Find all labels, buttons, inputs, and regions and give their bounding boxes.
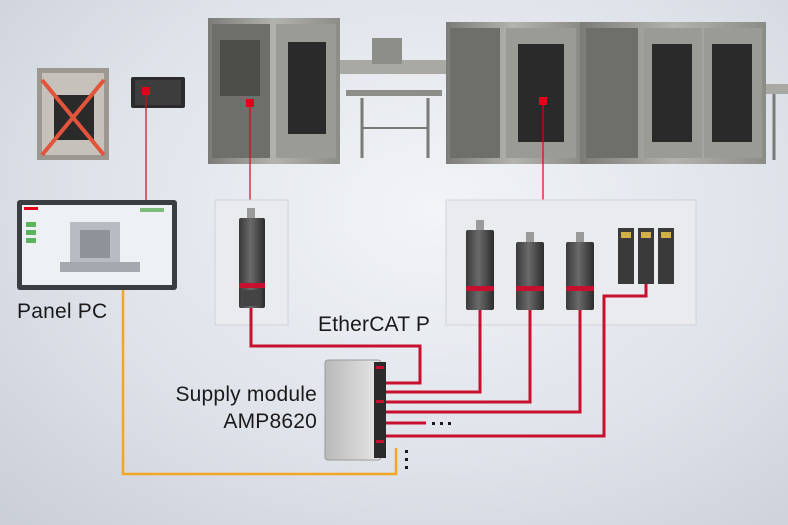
crossed-out-cabinet-pc-icon: [37, 68, 109, 160]
packaging-machine-icon: [208, 18, 788, 164]
servo-motor-icon: [516, 232, 544, 310]
marker-square: [539, 97, 547, 105]
io-module-icon: [618, 228, 674, 284]
marker-square: [142, 87, 150, 95]
power-cable: [121, 290, 398, 476]
marker-square: [246, 99, 254, 107]
panel-pc-label: Panel PC: [17, 300, 108, 323]
supply-module-label: Supply module: [175, 383, 317, 406]
supply-module-icon: [324, 359, 386, 461]
supply-module-model-label: AMP8620: [223, 410, 317, 433]
servo-motor-icon: [239, 208, 265, 308]
servo-motor-icon: [466, 220, 494, 310]
servo-group-right: [445, 199, 697, 326]
control-panel-display-icon: [131, 77, 185, 108]
power-continuation-dots: [405, 450, 408, 469]
servo-motor-icon: [566, 232, 594, 310]
connector-lines: [145, 95, 544, 200]
cable-continuation-dots: [432, 422, 451, 425]
servo-group-left: [214, 199, 289, 326]
ethercat-p-label: EtherCAT P: [318, 313, 431, 336]
ethercat-p-cables: [249, 284, 648, 438]
panel-pc-icon: [17, 200, 177, 290]
